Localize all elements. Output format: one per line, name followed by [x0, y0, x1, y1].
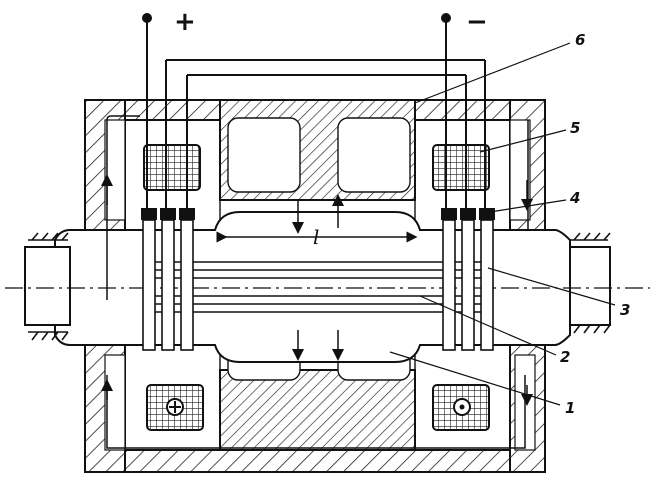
callout-1: 1 [565, 399, 575, 417]
callout-3: 3 [620, 301, 630, 319]
flux-paths [101, 115, 533, 449]
right-ring-stack [441, 208, 495, 351]
length-dimension: l [216, 225, 418, 249]
leader-lines [389, 42, 616, 406]
minus-terminal-label: − [466, 7, 488, 37]
callout-6: 6 [575, 31, 585, 49]
left-ring-stack [141, 208, 195, 351]
conductor-bundle [150, 261, 490, 313]
brush-leads [142, 13, 486, 210]
callout-2: 2 [560, 348, 570, 366]
plus-terminal-label: + [174, 7, 196, 37]
callout-5: 5 [570, 119, 580, 137]
callout-4: 4 [569, 189, 580, 207]
pole-cores [219, 99, 416, 451]
dimension-label: l [313, 225, 319, 249]
